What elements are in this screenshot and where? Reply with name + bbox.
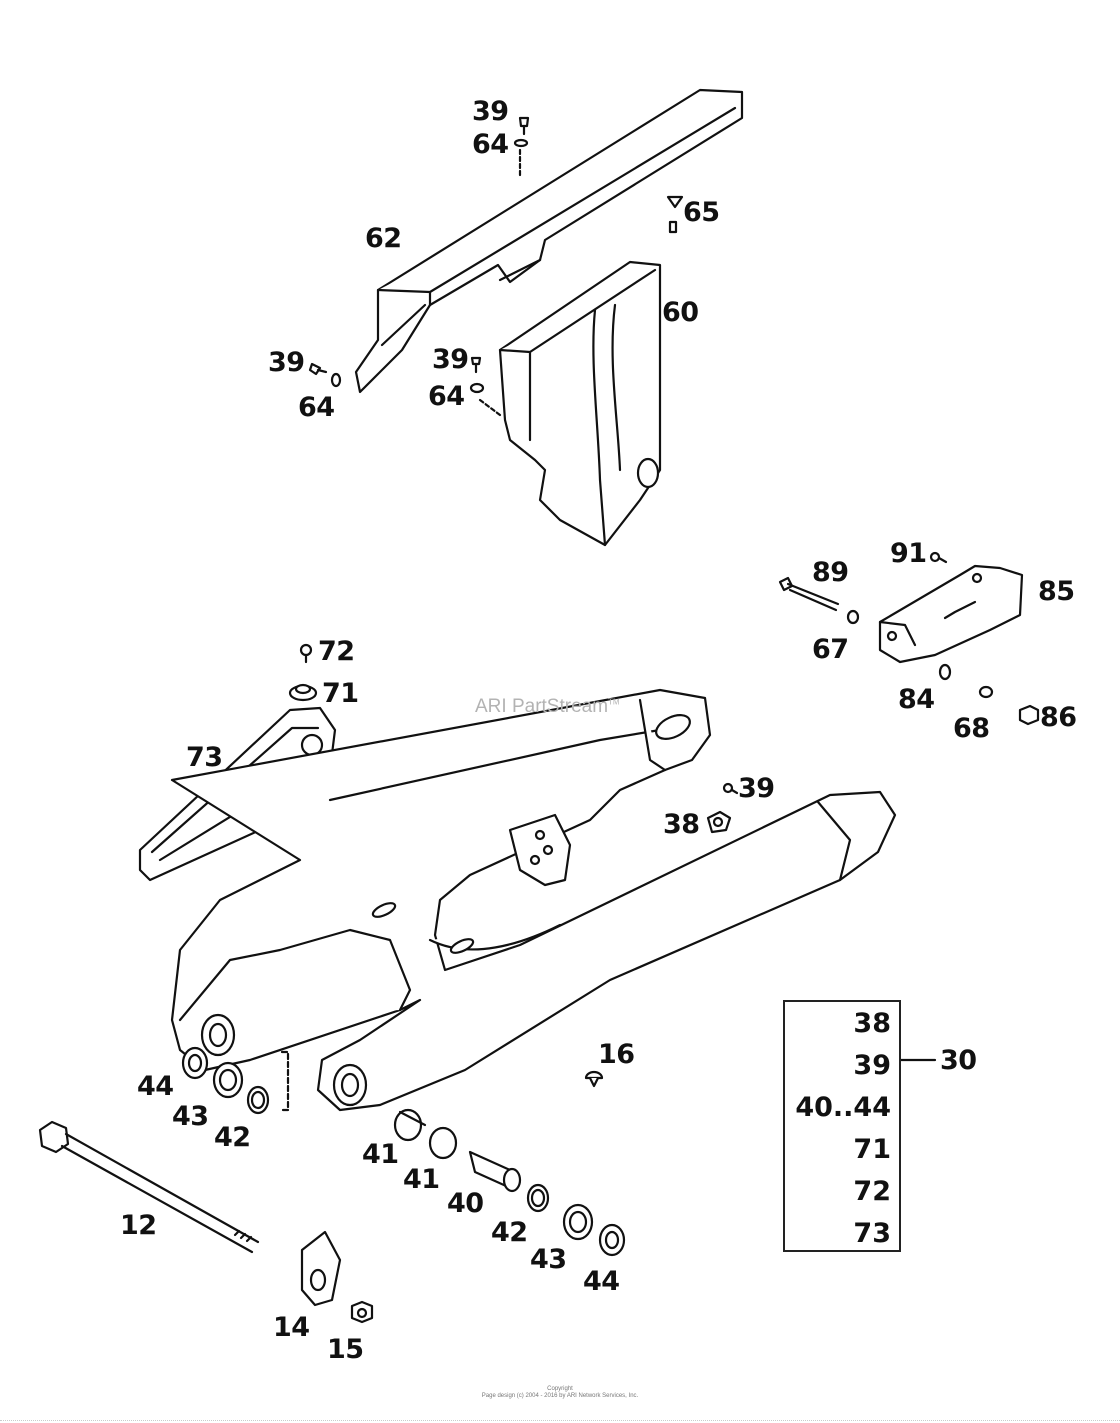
callout-89[interactable]: 89	[812, 557, 849, 588]
sleeve-40	[468, 1150, 522, 1193]
callout-67[interactable]: 67	[812, 634, 849, 665]
screw-39-left	[308, 362, 328, 376]
callout-44[interactable]: 44	[583, 1266, 620, 1297]
cap-71	[288, 683, 318, 702]
watermark: ARI PartStreamTM	[475, 696, 620, 718]
screw-39-mid	[470, 356, 482, 374]
pivot-bolt-12	[38, 1120, 260, 1254]
callout-14[interactable]: 14	[273, 1312, 310, 1343]
callout-60[interactable]: 60	[662, 297, 699, 328]
callout-72[interactable]: 72	[318, 636, 355, 667]
callout-91[interactable]: 91	[890, 538, 927, 569]
callout-64[interactable]: 64	[472, 129, 509, 160]
kit-item[interactable]: 71	[853, 1134, 891, 1165]
bearing-43-right	[562, 1203, 594, 1241]
washer-64-left	[330, 372, 342, 388]
footer-copyright: Copyright Page design (c) 2004 - 2016 by…	[0, 1386, 1120, 1400]
screw-39-top	[518, 116, 530, 136]
callout-68[interactable]: 68	[953, 713, 990, 744]
callout-16[interactable]: 16	[598, 1039, 635, 1070]
washer-67	[846, 609, 860, 625]
watermark-text: ARI PartStream	[475, 696, 609, 717]
plate-14	[300, 1230, 342, 1307]
callout-44[interactable]: 44	[137, 1071, 174, 1102]
screw-72	[299, 643, 313, 664]
callout-39[interactable]: 39	[268, 347, 305, 378]
washer-42-right	[526, 1183, 550, 1213]
washer-64-top	[513, 138, 529, 148]
callout-65[interactable]: 65	[683, 197, 720, 228]
callout-40[interactable]: 40	[447, 1188, 484, 1219]
callout-42[interactable]: 42	[491, 1217, 528, 1248]
callout-85[interactable]: 85	[1038, 576, 1075, 607]
seal-44-right	[598, 1223, 626, 1257]
cap-65	[666, 195, 684, 234]
kit-contents-box: 38 39 40..44 71 72 73	[783, 1000, 901, 1252]
callout-41[interactable]: 41	[403, 1164, 440, 1195]
screw-39-clamp	[722, 782, 739, 795]
kit-item[interactable]: 38	[853, 1008, 891, 1039]
callout-71[interactable]: 71	[322, 678, 359, 709]
callout-39[interactable]: 39	[432, 344, 469, 375]
chain-slider-part-85	[878, 564, 1024, 664]
callout-15[interactable]: 15	[327, 1334, 364, 1365]
copyright-text: Page design (c) 2004 - 2016 by ARI Netwo…	[481, 1393, 639, 1400]
callout-64[interactable]: 64	[298, 392, 335, 423]
callout-38[interactable]: 38	[663, 809, 700, 840]
kit-item[interactable]: 40..44	[795, 1092, 891, 1123]
bolt-89	[778, 576, 840, 612]
callout-84[interactable]: 84	[898, 684, 935, 715]
kit-item[interactable]: 72	[853, 1176, 891, 1207]
callout-64[interactable]: 64	[428, 381, 465, 412]
watermark-tm: TM	[608, 697, 620, 707]
callout-62[interactable]: 62	[365, 223, 402, 254]
nut-15	[350, 1300, 374, 1324]
nut-86	[1018, 704, 1040, 726]
screw-91	[929, 551, 948, 564]
bushing-41a	[393, 1108, 427, 1142]
washer-68	[978, 685, 994, 699]
callout-41[interactable]: 41	[362, 1139, 399, 1170]
kit-item[interactable]: 39	[853, 1050, 891, 1081]
copyright-label: Copyright	[547, 1386, 573, 1392]
washer-42-left	[246, 1085, 270, 1115]
bushing-41b	[428, 1126, 458, 1160]
callout-43[interactable]: 43	[172, 1101, 209, 1132]
callout-39[interactable]: 39	[472, 96, 509, 127]
kit-item[interactable]: 73	[853, 1218, 891, 1249]
washer-84	[938, 663, 952, 681]
callout-86[interactable]: 86	[1040, 702, 1077, 733]
seal-44-left	[181, 1046, 209, 1080]
plug-16	[584, 1070, 604, 1088]
callout-39[interactable]: 39	[738, 773, 775, 804]
chain-guard-upper-part-62	[354, 88, 744, 394]
callout-43[interactable]: 43	[530, 1244, 567, 1275]
footer-divider	[0, 1420, 1120, 1421]
callout-kit-30[interactable]: 30	[940, 1045, 977, 1076]
bearing-43-left	[212, 1061, 244, 1099]
callout-42[interactable]: 42	[214, 1122, 251, 1153]
clamp-38	[706, 810, 732, 834]
washer-64-mid	[469, 382, 485, 394]
callout-73[interactable]: 73	[186, 742, 223, 773]
chain-guard-lower-part-60	[498, 260, 662, 547]
callout-12[interactable]: 12	[120, 1210, 157, 1241]
